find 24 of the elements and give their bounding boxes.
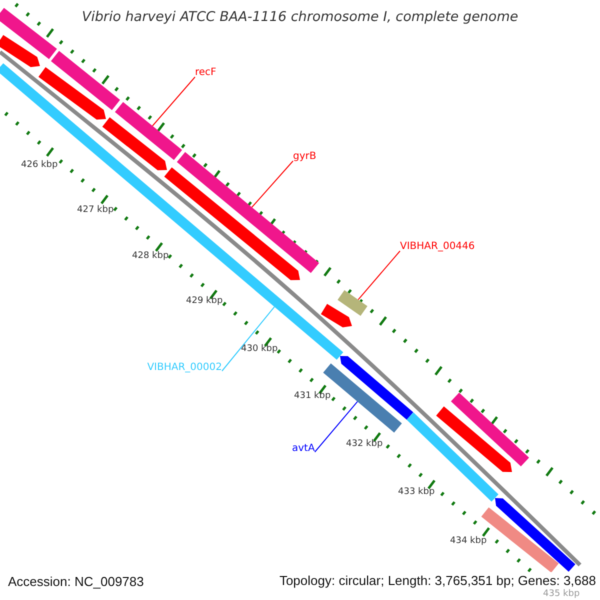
- scale-label: 431 kbp: [294, 391, 331, 401]
- gene-label: recF: [195, 67, 216, 78]
- gene-bar: [0, 63, 344, 360]
- genome-summary-text: Topology: circular; Length: 3,765,351 bp; Genes: 3,688: [277, 572, 598, 589]
- leader-line: [152, 76, 196, 126]
- scale-label: 432 kbp: [346, 439, 383, 449]
- accession-text: Accession: NC_009783: [8, 574, 144, 589]
- scale-label: 428 kbp: [132, 251, 169, 261]
- gene-feature: [0, 34, 40, 68]
- map-title: Vibrio harveyi ATCC BAA-1116 chromosome I, complete genome: [80, 9, 520, 25]
- scale-label: 433 kbp: [398, 487, 435, 497]
- scale-label: 435 kbp: [543, 589, 580, 599]
- scale-label: 427 kbp: [77, 205, 114, 215]
- gene-feature: [495, 498, 576, 572]
- scale-label: 434 kbp: [450, 536, 487, 546]
- leader-line: [251, 160, 294, 208]
- scale-label: 426 kbp: [21, 160, 58, 170]
- gene-label: avtA: [292, 443, 315, 454]
- leader-line: [222, 306, 275, 372]
- scale-label: 430 kbp: [241, 344, 278, 354]
- scale-label: 429 kbp: [186, 296, 223, 306]
- leader-line: [314, 401, 358, 452]
- gene-bar: [0, 8, 57, 60]
- leader-line: [358, 250, 400, 300]
